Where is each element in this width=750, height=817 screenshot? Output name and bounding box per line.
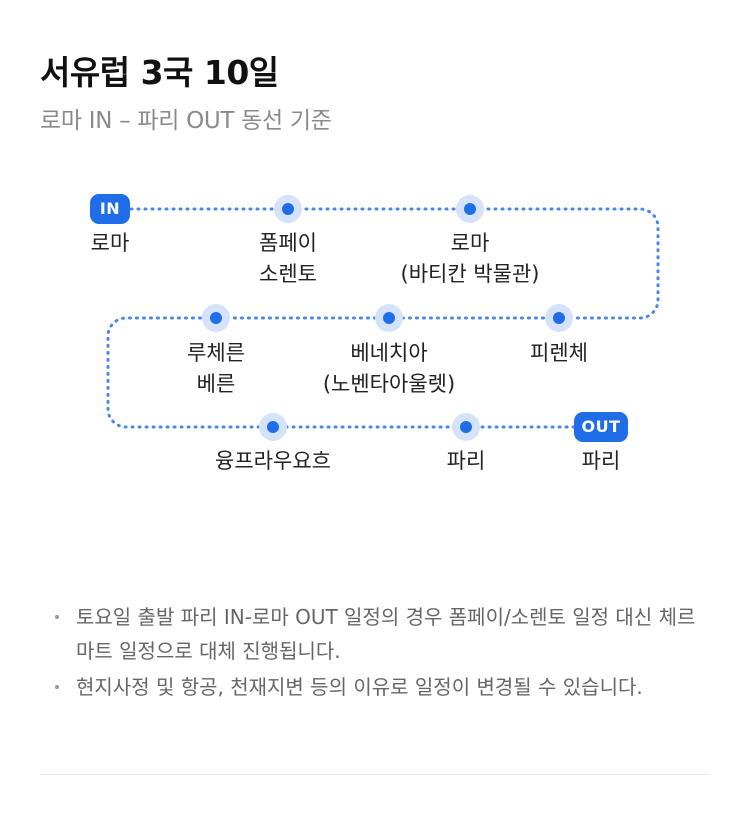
stop-marker-paris xyxy=(452,413,480,441)
stop-label-rome-vatican: 로마 (바티칸 박물관) xyxy=(400,231,540,286)
stop-marker-jungfraujoch xyxy=(259,413,287,441)
route-subtitle: 로마 IN – 파리 OUT 동선 기준 xyxy=(40,108,332,134)
stop-label-lucerne-bern: 루체른 베른 xyxy=(187,341,245,396)
notice-item: 토요일 출발 파리 IN-로마 OUT 일정의 경우 폼페이/소렌토 일정 대신… xyxy=(52,600,712,668)
route-path-svg xyxy=(106,195,660,441)
stop-label-venice: 베네치아 (노벤타아울렛) xyxy=(322,341,456,396)
stop-label-jungfraujoch: 융프라우요흐 xyxy=(215,449,331,473)
stop-label-pompeii-sorrento: 폼페이 소렌토 xyxy=(259,231,317,286)
notice-list: 토요일 출발 파리 IN-로마 OUT 일정의 경우 폼페이/소렌토 일정 대신… xyxy=(52,600,712,706)
stop-label-paris: 파리 xyxy=(446,449,486,473)
stop-marker-pompeii xyxy=(274,195,302,223)
stop-marker-lucerne xyxy=(202,304,230,332)
stop-marker-venice xyxy=(375,304,403,332)
stop-label-florence: 피렌체 xyxy=(530,341,588,365)
out-badge: OUT xyxy=(574,412,628,442)
bottom-divider xyxy=(40,774,710,775)
stop-label-paris-end: 파리 xyxy=(581,449,621,473)
stop-marker-florence xyxy=(545,304,573,332)
stop-marker-rome-vatican xyxy=(456,195,484,223)
in-badge: IN xyxy=(90,194,130,224)
route-map: IN OUT 로마 폼페이 소렌토 로마 (바티칸 박물관) 피렌체 베네치아 … xyxy=(90,194,660,473)
page-title: 서유럽 3국 10일 xyxy=(40,53,279,92)
notice-item: 현지사정 및 항공, 천재지변 등의 이유로 일정이 변경될 수 있습니다. xyxy=(52,670,712,704)
stop-label-rome-start: 로마 xyxy=(90,231,130,255)
